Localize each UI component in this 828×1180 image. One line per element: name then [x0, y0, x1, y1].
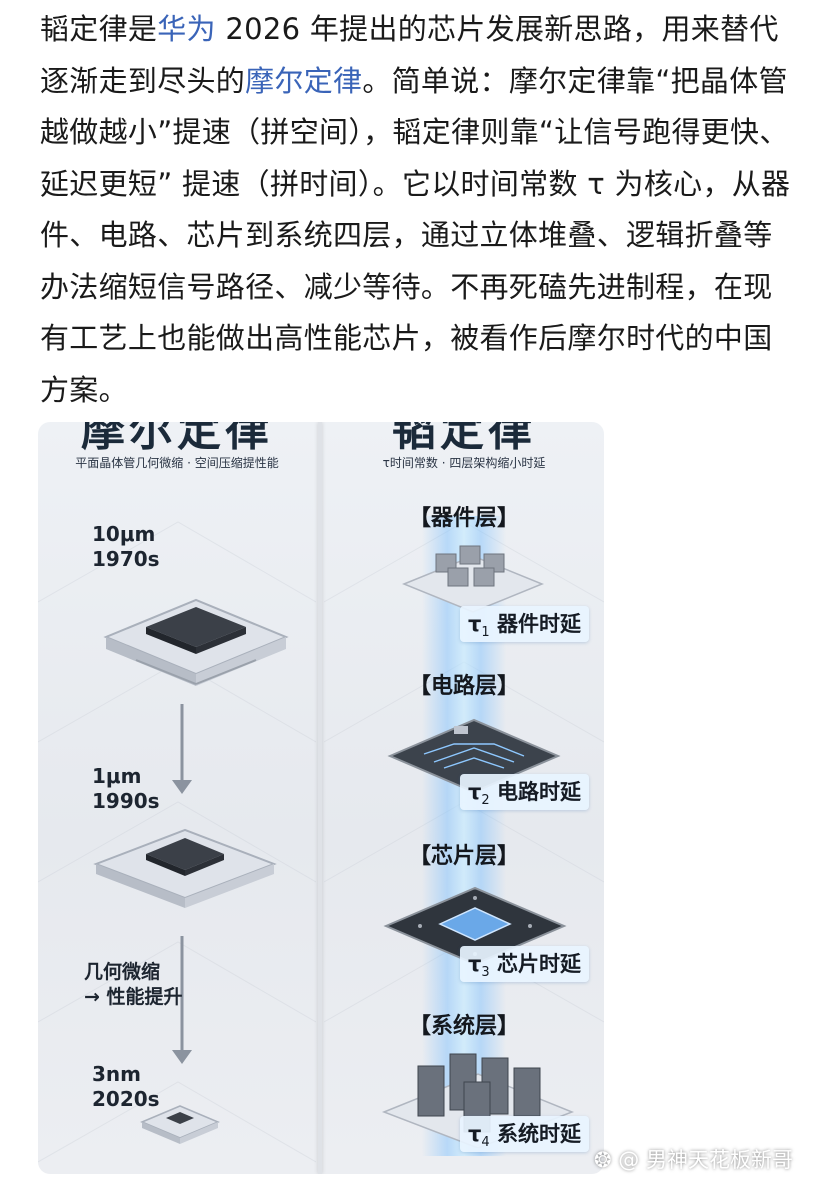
tau-symbol: τ [468, 1122, 482, 1146]
tau-subscript: 2 [481, 793, 490, 809]
stage-size: 3nm [92, 1062, 141, 1086]
chip-10um-illustration [103, 598, 289, 686]
tag-label: 系统时延 [497, 1122, 581, 1146]
tag-label: 器件时延 [497, 612, 581, 636]
layer-title-device: 【器件层】 [408, 506, 519, 531]
article-text: 韬定律是 [40, 12, 158, 46]
tau-subscript: 1 [481, 625, 490, 641]
comparison-infographic[interactable]: 摩尔定律 平面晶体管几何微缩 · 空间压缩提性能 10μm 1970s 1μm … [38, 422, 604, 1174]
tau-tag-device: τ1 器件时延 [460, 606, 589, 643]
panel-subtitle: τ时间常数 · 四层架构缩小时延 [382, 456, 546, 470]
article-text: 。简单说：摩尔定律靠“把晶体管越做越小”提速（拼空间），韬定律则靠“让信号跑得更… [40, 63, 791, 407]
watermark: ❂ @ 男神天花板新哥 [594, 1148, 793, 1172]
tau-tag-system: τ4 系统时延 [460, 1116, 589, 1153]
chip-layer-illustration [383, 886, 567, 966]
stage-label: 3nm 2020s [92, 1062, 160, 1112]
stage-size: 10μm [92, 522, 156, 546]
stage-year: 1990s [92, 789, 160, 813]
stage-label: 几何微缩 → 性能提升 [84, 960, 183, 1010]
device-layer-illustration [402, 545, 544, 613]
stage-size: 1μm [92, 764, 142, 788]
stage-label: 10μm 1970s [92, 522, 160, 572]
layer-title-chip: 【芯片层】 [408, 844, 519, 869]
stage-note: → 性能提升 [84, 986, 183, 1008]
stage-note: 几何微缩 [84, 961, 161, 983]
stage-year: 2020s [92, 1087, 160, 1111]
panel-divider [318, 422, 322, 1174]
stage-label: 1μm 1990s [92, 764, 160, 814]
tao-law-panel: 韬定律 τ时间常数 · 四层架构缩小时延 【器件层】 τ1 器件时延 【电路层】 [324, 422, 604, 1174]
arrow-down-icon [172, 936, 192, 1064]
tau-subscript: 3 [481, 965, 490, 981]
tau-subscript: 4 [481, 1135, 490, 1151]
tau-symbol: τ [468, 780, 482, 804]
tau-symbol: τ [468, 952, 482, 976]
moores-law-panel: 摩尔定律 平面晶体管几何微缩 · 空间压缩提性能 10μm 1970s 1μm … [38, 422, 316, 1174]
tau-tag-chip: τ3 芯片时延 [460, 946, 589, 983]
layer-title-circuit: 【电路层】 [408, 674, 519, 699]
article-text: 2026 年提出的芯片发展新思路，用来替代逐渐走到尽头的 [40, 12, 779, 98]
tau-symbol: τ [468, 612, 482, 636]
panel-title: 韬定律 [392, 422, 536, 456]
tag-label: 电路时延 [497, 780, 581, 804]
chip-1um-illustration [93, 828, 277, 908]
tag-label: 芯片时延 [497, 952, 581, 976]
arrow-down-icon [172, 704, 192, 794]
stage-year: 1970s [92, 547, 160, 571]
link-huawei[interactable]: 华为 [157, 12, 216, 46]
link-moores-law[interactable]: 摩尔定律 [245, 63, 363, 98]
tau-tag-circuit: τ2 电路时延 [460, 774, 589, 811]
panel-title: 摩尔定律 [81, 422, 273, 456]
article-paragraph: 韬定律是华为 2026 年提出的芯片发展新思路，用来替代逐渐走到尽头的摩尔定律。… [40, 4, 800, 416]
layer-title-system: 【系统层】 [408, 1014, 519, 1039]
chip-3nm-illustration [140, 1105, 220, 1144]
grid-pattern [38, 521, 316, 1163]
panel-subtitle: 平面晶体管几何微缩 · 空间压缩提性能 [75, 456, 279, 470]
